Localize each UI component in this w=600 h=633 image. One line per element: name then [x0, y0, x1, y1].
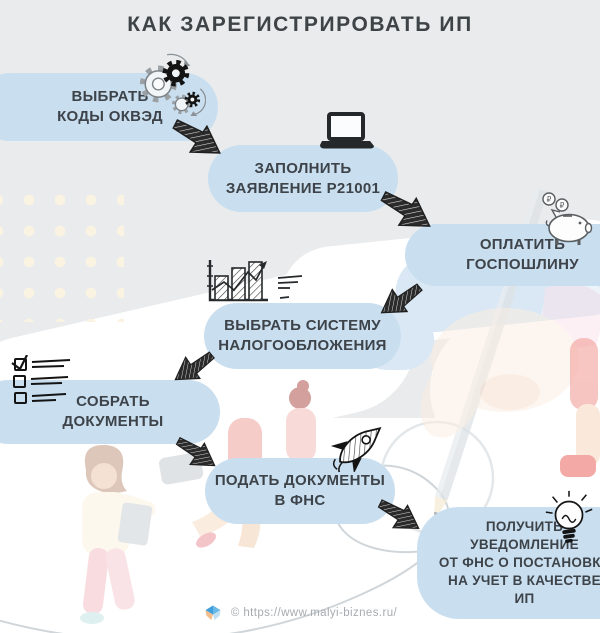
step-label-line: НАЛОГООБЛОЖЕНИЯ	[218, 337, 387, 354]
step-label-line: СОБРАТЬ	[76, 393, 150, 411]
step-label-line: ГОСПОШЛИНУ	[466, 256, 579, 273]
step-label-line: ПОЛУЧИТЬ	[485, 519, 564, 535]
step-label-line: ВЫБРАТЬ СИСТЕМУ	[224, 317, 381, 335]
step-label-line: УВЕДОМЛЕНИЕ	[470, 537, 579, 553]
step-label-line: НА УЧЕТ В КАЧЕСТВЕ	[448, 572, 600, 588]
malyi-biznes-logo-icon	[205, 605, 221, 621]
step-label-line: ОТ ФНС О ПОСТАНОВКЕ	[438, 555, 600, 571]
watermark-url[interactable]: © https://www.malyi-biznes.ru/	[230, 607, 398, 619]
piggy-bank-icon: ₽ ₽	[542, 192, 593, 245]
step-bubble-choose-tax-system: ВЫБРАТЬ СИСТЕМУ НАЛОГООБЛОЖЕНИЯ	[204, 303, 401, 369]
flow-arrow	[174, 351, 215, 381]
step-label-line: ВЫБРАТЬ	[71, 88, 149, 106]
step-label-line: ПОДАТЬ ДОКУМЕНТЫ	[214, 472, 386, 490]
svg-text:₽: ₽	[560, 201, 565, 210]
step-label-line: В ФНС	[274, 492, 326, 509]
step-label-line: ЗАЯВЛЕНИЕ Р21001	[225, 179, 381, 197]
step-label-line: ЗАПОЛНИТЬ	[254, 159, 352, 177]
bar-chart-icon	[207, 260, 303, 302]
gears-icon	[139, 53, 206, 117]
laptop-icon	[320, 112, 374, 149]
checklist-icon	[11, 355, 71, 404]
step-label-line: КОДЫ ОКВЭД	[57, 108, 163, 125]
dot-grid-pattern	[0, 194, 124, 322]
flow-arrow	[172, 119, 221, 154]
rocket-icon	[330, 426, 382, 472]
step-bubble-fill-application: ЗАПОЛНИТЬ ЗАЯВЛЕНИЕ Р21001	[208, 145, 398, 212]
step-bubble-collect-documents: СОБРАТЬ ДОКУМЕНТЫ	[0, 380, 220, 444]
lightbulb-icon	[545, 490, 593, 543]
flow-arrow	[380, 283, 423, 314]
flow-arrow	[380, 191, 431, 227]
watermark: © https://www.malyi-biznes.ru/	[0, 603, 600, 623]
infographic-title: КАК ЗАРЕГИСТРИРОВАТЬ ИП	[127, 13, 473, 36]
svg-text:₽: ₽	[547, 195, 552, 204]
step-label-line: ДОКУМЕНТЫ	[62, 413, 164, 430]
step-label-line: ИП	[514, 590, 535, 606]
